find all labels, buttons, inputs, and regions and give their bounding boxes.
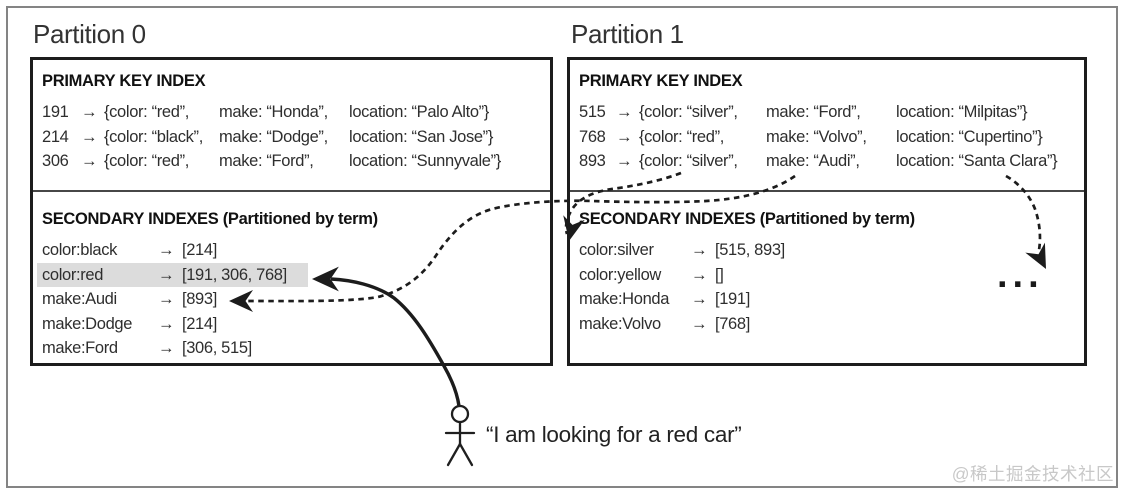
index-values: [768]	[715, 314, 750, 333]
primary-index-heading: PRIMARY KEY INDEX	[579, 72, 743, 90]
primary-row: 191 → {color: “red”, make: “Honda”, loca…	[42, 100, 550, 125]
person-leg-left	[446, 442, 462, 467]
index-values: [306, 515]	[182, 339, 252, 357]
field-make: make: “Ford”,	[766, 103, 861, 121]
primary-rows: 515 → {color: “silver”, make: “Ford”, lo…	[579, 100, 1084, 174]
partition-0-title: Partition 0	[33, 19, 146, 49]
query-caption: “I am looking for a red car”	[486, 422, 742, 447]
row-key: 306	[42, 152, 69, 170]
row-key: 893	[579, 152, 606, 170]
primary-row: 893 → {color: “silver”, make: “Audi”, lo…	[579, 149, 1084, 174]
primary-row: 515 → {color: “silver”, make: “Ford”, lo…	[579, 100, 1084, 125]
secondary-index-heading: SECONDARY INDEXES (Partitioned by term)	[579, 210, 915, 228]
field-location: location: “Santa Clara”}	[896, 152, 1058, 170]
field-location: location: “Sunnyvale”}	[349, 152, 501, 170]
maps-to-arrow: →	[616, 152, 633, 170]
index-values: [191]	[715, 290, 750, 308]
index-term: make:Volvo	[579, 314, 661, 333]
index-values: [191, 306, 768]	[182, 265, 287, 284]
person-leg-right	[458, 442, 474, 467]
primary-index-heading: PRIMARY KEY INDEX	[42, 72, 206, 90]
index-term: make:Dodge	[42, 314, 133, 333]
field-make: make: “Ford”,	[219, 152, 314, 170]
secondary-row-highlighted: color:red → [191, 306, 768]	[37, 262, 308, 287]
field-make: make: “Honda”,	[219, 103, 328, 121]
secondary-row: color:black → [214]	[42, 238, 550, 263]
field-location: location: “Cupertino”}	[896, 127, 1043, 146]
partition-1-box: PRIMARY KEY INDEX 515 → {color: “silver”…	[567, 57, 1087, 366]
watermark-text: @稀土掘金技术社区	[951, 464, 1114, 484]
row-key: 214	[42, 127, 69, 146]
index-term: make:Ford	[42, 339, 118, 357]
primary-row: 306 → {color: “red”, make: “Ford”, locat…	[42, 149, 550, 174]
maps-to-arrow: →	[691, 290, 708, 308]
secondary-rows: color:black → [214] color:red → [191, 30…	[37, 238, 550, 361]
index-term: color:red	[42, 265, 104, 284]
maps-to-arrow: →	[158, 314, 175, 333]
row-key: 515	[579, 103, 606, 121]
field-color: {color: “red”,	[104, 152, 189, 170]
secondary-row: make:Dodge → [214]	[42, 312, 550, 337]
field-location: location: “Palo Alto”}	[349, 103, 489, 121]
secondary-row: make:Ford → [306, 515]	[42, 336, 550, 361]
primary-row: 214 → {color: “black”, make: “Dodge”, lo…	[42, 125, 550, 150]
field-color: {color: “red”,	[639, 127, 724, 146]
partition-0-primary-section: PRIMARY KEY INDEX 191 → {color: “red”, m…	[33, 60, 550, 190]
secondary-row: make:Audi → [893]	[42, 287, 550, 312]
maps-to-arrow: →	[158, 241, 175, 259]
other-partitions-ellipsis: ...	[997, 254, 1044, 296]
field-color: {color: “black”,	[104, 127, 203, 146]
index-values: [893]	[182, 290, 217, 308]
row-key: 768	[579, 127, 606, 146]
index-term: color:black	[42, 241, 118, 259]
index-values: [515, 893]	[715, 241, 785, 259]
maps-to-arrow: →	[81, 103, 98, 121]
maps-to-arrow: →	[691, 265, 708, 284]
row-key: 191	[42, 103, 69, 121]
field-color: {color: “silver”,	[639, 152, 738, 170]
partition-1-title: Partition 1	[571, 19, 684, 49]
maps-to-arrow: →	[158, 290, 175, 308]
maps-to-arrow: →	[691, 314, 708, 333]
maps-to-arrow: →	[81, 152, 98, 170]
index-term: make:Audi	[42, 290, 117, 308]
maps-to-arrow: →	[81, 127, 98, 146]
index-values: [214]	[182, 241, 217, 259]
person-stick-figure	[444, 404, 476, 467]
index-values: []	[715, 265, 724, 284]
field-color: {color: “red”,	[104, 103, 189, 121]
person-head	[450, 404, 470, 424]
maps-to-arrow: →	[158, 339, 175, 357]
field-location: location: “San Jose”}	[349, 127, 493, 146]
primary-row: 768 → {color: “red”, make: “Volvo”, loca…	[579, 125, 1084, 150]
field-make: make: “Dodge”,	[219, 127, 328, 146]
field-location: location: “Milpitas”}	[896, 103, 1028, 121]
secondary-row: make:Volvo → [768]	[579, 312, 1084, 337]
maps-to-arrow: →	[158, 265, 175, 284]
maps-to-arrow: →	[616, 103, 633, 121]
index-term: make:Honda	[579, 290, 670, 308]
field-color: {color: “silver”,	[639, 103, 738, 121]
secondary-index-heading: SECONDARY INDEXES (Partitioned by term)	[42, 210, 378, 228]
partition-0-box: PRIMARY KEY INDEX 191 → {color: “red”, m…	[30, 57, 553, 366]
field-make: make: “Volvo”,	[766, 127, 867, 146]
maps-to-arrow: →	[691, 241, 708, 259]
index-term: color:yellow	[579, 265, 661, 284]
field-make: make: “Audi”,	[766, 152, 860, 170]
index-values: [214]	[182, 314, 217, 333]
primary-rows: 191 → {color: “red”, make: “Honda”, loca…	[42, 100, 550, 174]
partition-1-primary-section: PRIMARY KEY INDEX 515 → {color: “silver”…	[570, 60, 1084, 190]
maps-to-arrow: →	[616, 127, 633, 146]
partition-0-secondary-section: SECONDARY INDEXES (Partitioned by term) …	[33, 190, 550, 361]
index-term: color:silver	[579, 241, 654, 259]
